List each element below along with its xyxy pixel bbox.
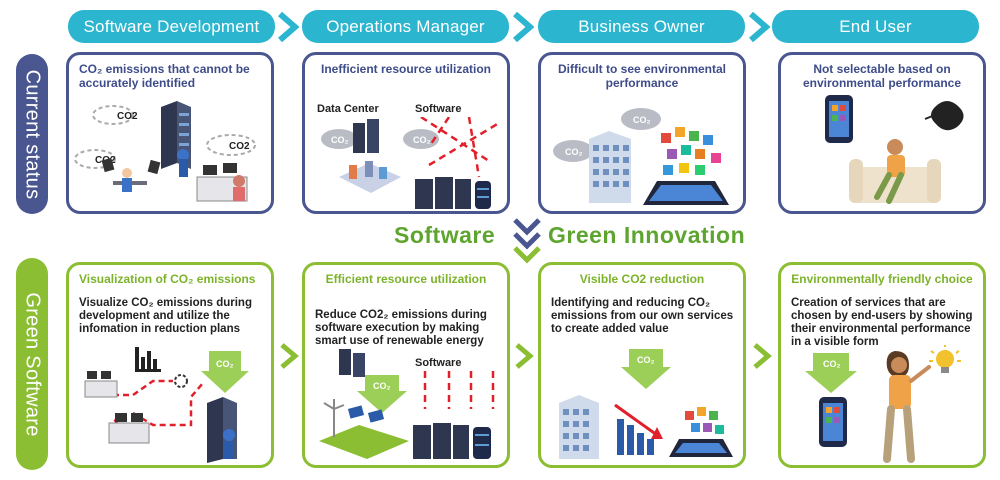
center-title-left: Software <box>394 222 496 248</box>
card-title: Visible CO2 reduction <box>579 272 705 286</box>
software-label: Software <box>415 357 462 369</box>
co2-label: CO2 <box>229 141 250 152</box>
card-title: Efficient resource utilization <box>325 272 487 286</box>
current-card-software-development: CO₂ emissions that cannot be accurately … <box>66 52 274 214</box>
chevron-right-icon <box>753 343 772 369</box>
green-card-visualization: Visualization of CO₂ emissions Visualize… <box>66 262 274 468</box>
double-chevron-down-icon <box>513 218 541 264</box>
card-title: Visualization of CO₂ emissions <box>79 272 256 286</box>
card-title: Environmentally friendly choice <box>791 272 973 286</box>
co2-label: CO₂ <box>331 135 349 145</box>
visualization-illustration: CO₂ <box>84 347 249 463</box>
co2-label: CO2 <box>117 111 138 122</box>
card-body: Identifying and reducing CO₂ emissions f… <box>551 297 734 335</box>
current-card-operations-manager: Inefficient resource utilization Data Ce… <box>302 52 510 214</box>
chevron-right-icon <box>513 12 534 42</box>
green-software-label: Green Software <box>16 258 48 470</box>
co2-label: CO₂ <box>373 381 391 391</box>
card-title: Difficult to see environmental performan… <box>557 62 727 90</box>
card-title: Not selectable based on environmental pe… <box>802 62 962 90</box>
current-card-business-owner: Difficult to see environmental performan… <box>538 52 746 214</box>
data-center-illustration: CO₂ CO₂ <box>321 117 500 209</box>
friendly-choice-illustration: CO₂ <box>805 345 961 463</box>
software-label: Software <box>415 103 462 115</box>
chevron-right-icon <box>749 12 770 42</box>
co2-label: CO₂ <box>633 115 651 125</box>
renewable-illustration: CO₂ <box>319 349 495 459</box>
data-center-label: Data Center <box>317 103 379 115</box>
co2-label: CO₂ <box>637 355 655 365</box>
role-software-development: Software Development <box>68 10 275 43</box>
developers-illustration: CO2 CO2 CO2 <box>74 101 256 202</box>
role-operations-manager: Operations Manager <box>302 10 509 43</box>
current-card-end-user: Not selectable based on environmental pe… <box>778 52 986 214</box>
chevron-right-icon <box>278 12 299 42</box>
co2-label: CO₂ <box>565 147 583 157</box>
green-card-resource: Efficient resource utilization Reduce CO… <box>302 262 510 468</box>
chevron-right-icon <box>515 343 534 369</box>
card-body: Reduce CO2₂ emissions during software ex… <box>315 309 487 347</box>
chevron-right-icon <box>280 343 299 369</box>
reduction-illustration: CO₂ <box>559 349 733 459</box>
co2-label: CO₂ <box>413 135 431 145</box>
office-building-illustration: CO₂ CO₂ <box>553 108 729 205</box>
card-title: CO₂ emissions that cannot be accurately … <box>79 62 250 90</box>
card-title: Inefficient resource utilization <box>320 62 492 76</box>
user-on-sofa-illustration <box>825 95 964 204</box>
co2-label: CO₂ <box>216 359 234 369</box>
green-card-visible-reduction: Visible CO2 reduction Identifying and re… <box>538 262 746 468</box>
co2-label: CO₂ <box>823 359 841 369</box>
role-end-user: End User <box>772 10 979 43</box>
card-body: Visualize CO₂ emissions during developme… <box>79 297 252 335</box>
green-card-friendly-choice: Environmentally friendly choice Creation… <box>778 262 986 468</box>
current-status-label: Current status <box>16 54 48 214</box>
card-body: Creation of services that are chosen by … <box>791 297 973 348</box>
center-title-right: Green Innovation <box>548 222 746 248</box>
role-business-owner: Business Owner <box>538 10 745 43</box>
